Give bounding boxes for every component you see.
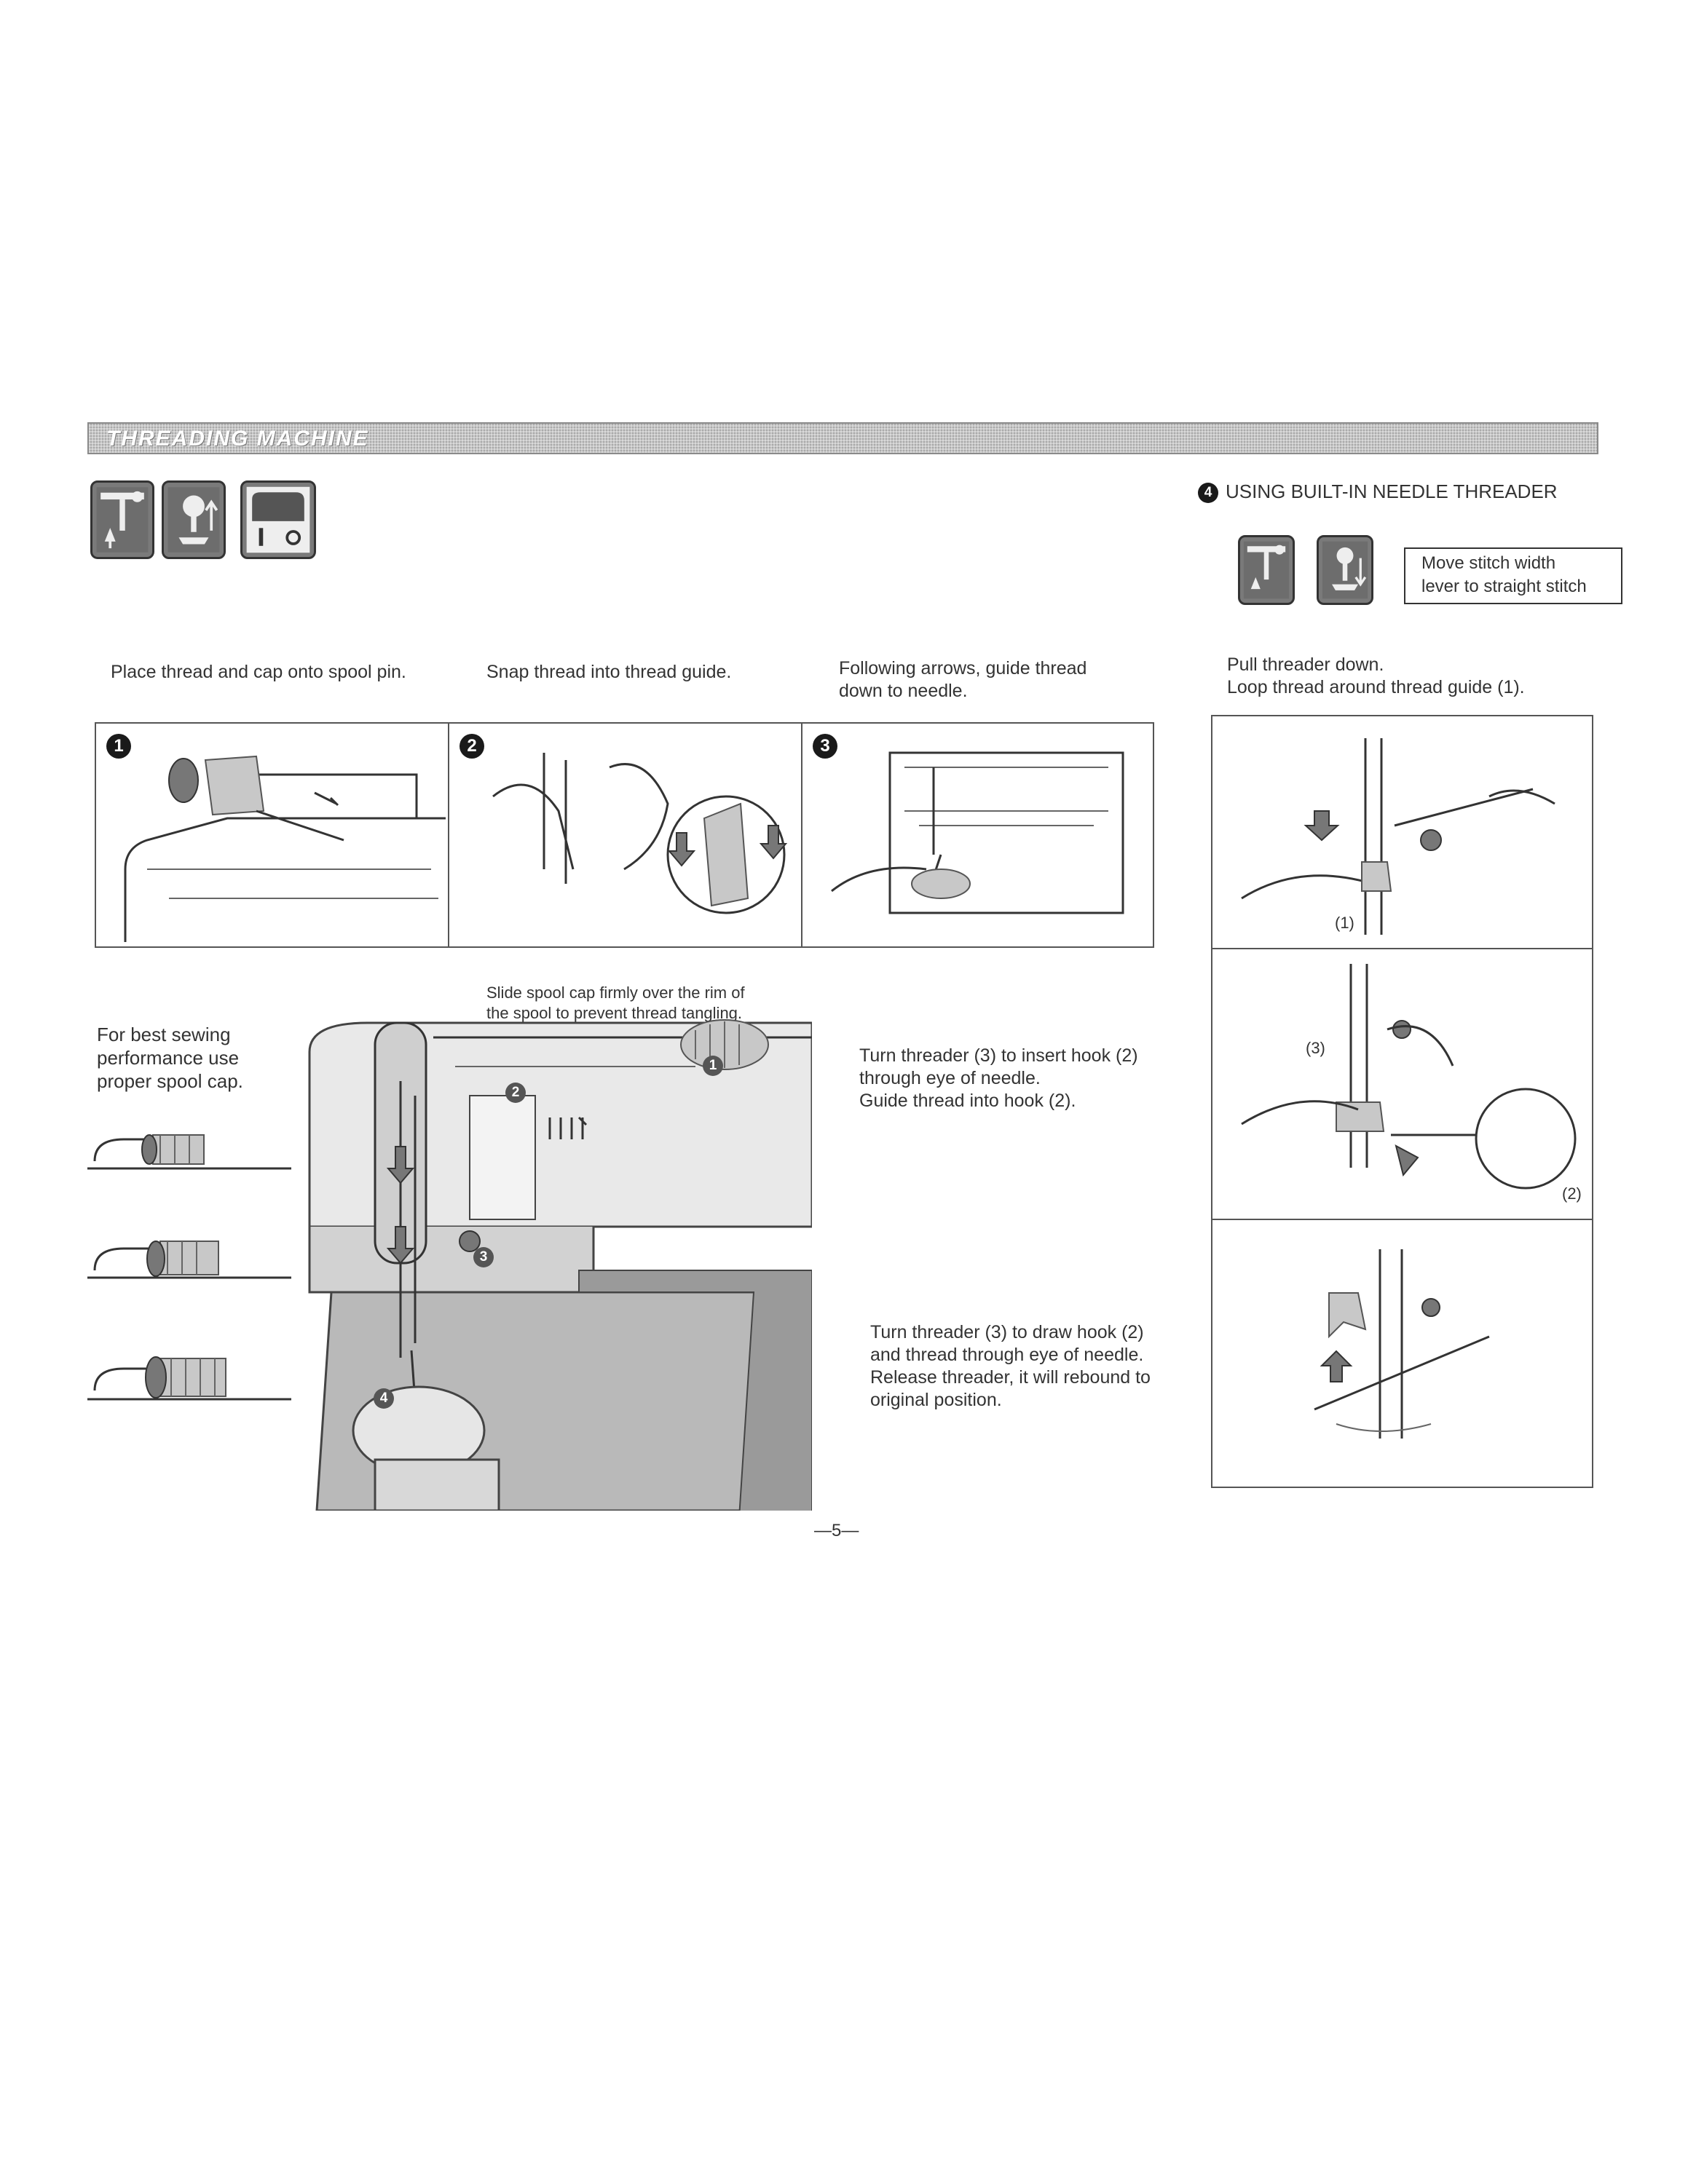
step-1-panel: 1 [96,724,449,946]
machine-threading-diagram [308,1019,812,1511]
threader-panel-pull: (1) [1212,716,1592,949]
step-4-badge: 4 [1198,483,1218,504]
step-2-caption: Snap thread into thread guide. [486,662,732,682]
label-threader-3: (3) [1306,1039,1325,1057]
step-1-badge: 1 [106,734,131,759]
step-3-panel: 3 [802,724,1156,946]
threader-insert-caption: Turn threader (3) to insert hook (2) thr… [859,1045,1138,1111]
spool-cap-small-illustration [87,1134,291,1170]
spool-cap-large-illustration [87,1356,291,1401]
needle-up-icon [90,480,154,559]
threader-draw-illustration [1314,1249,1490,1439]
thread-guide-illustration [492,753,788,914]
presser-foot-down-icon [1317,535,1373,605]
threader-heading: 4 USING BUILT-IN NEEDLE THREADER [1198,480,1558,504]
threading-path-illustration [831,751,1124,914]
marker-3-badge: 3 [473,1247,494,1267]
power-off-icon [240,480,316,559]
threader-panel-insert: (3) (2) [1212,949,1592,1220]
spool-cap-advice: For best sewing performance use proper s… [97,1024,243,1092]
section-title: THREADING MACHINE [106,427,369,451]
step-3-badge: 3 [813,734,837,759]
threader-pull-illustration [1241,738,1555,935]
threader-draw-caption: Turn threader (3) to draw hook (2) and t… [870,1322,1151,1410]
stitch-width-note: Move stitch width lever to straight stit… [1404,547,1622,604]
threader-panel-draw [1212,1220,1592,1489]
step-1-caption: Place thread and cap onto spool pin. [111,662,406,682]
presser-foot-up-icon [162,480,226,559]
threader-insert-illustration [1241,964,1577,1190]
marker-4-badge: 4 [374,1388,394,1409]
step-2-badge: 2 [460,734,484,759]
needle-up-icon [1238,535,1295,605]
label-thread-guide: (1) [1335,914,1354,932]
label-hook-2: (2) [1562,1184,1582,1203]
slide-spool-note: Slide spool cap firmly over the rim of t… [486,984,745,1022]
threader-frame: (1) (3) (2) [1211,715,1593,1488]
steps-frame: 1 2 3 [95,722,1154,948]
step-2-panel: 2 [449,724,802,946]
spool-cap-medium-illustration [87,1241,291,1279]
section-banner: THREADING MACHINE [87,422,1598,454]
step-3-caption: Following arrows, guide thread down to n… [839,658,1087,701]
marker-1-badge: 1 [703,1056,723,1076]
threader-heading-text: USING BUILT-IN NEEDLE THREADER [1226,480,1558,502]
spool-pin-illustration [124,755,446,942]
threader-pull-caption: Pull threader down. Loop thread around t… [1227,654,1525,697]
page-number: —5— [814,1521,859,1540]
marker-2-badge: 2 [505,1083,526,1103]
